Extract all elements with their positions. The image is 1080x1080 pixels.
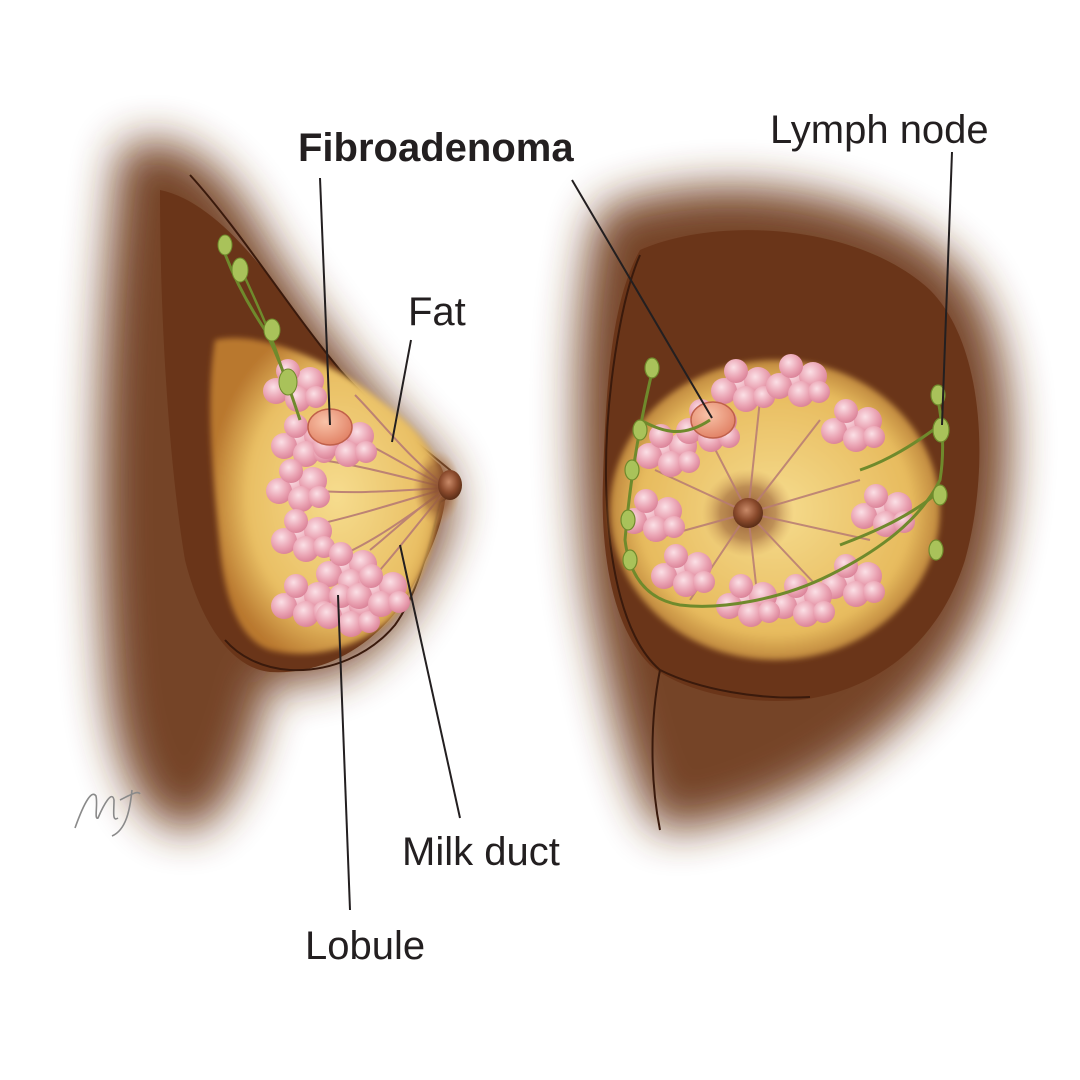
leader-milk-duct: [399, 544, 461, 819]
nipple-side: [438, 470, 462, 500]
fat-label: Fat: [408, 290, 466, 334]
lobule-label: Lobule: [305, 924, 426, 968]
fibroadenoma-front: [690, 401, 736, 439]
milk-duct-label: Milk duct: [402, 830, 560, 874]
lymph-node-label: Lymph node: [770, 108, 989, 152]
leader-lobule: [337, 594, 351, 911]
fibroadenoma-label: Fibroadenoma: [298, 126, 574, 170]
nipple-front: [733, 498, 763, 528]
milk-ducts-front: [649, 399, 871, 621]
leader-fibroadenoma-side: [319, 177, 331, 426]
front-view-breast: [578, 187, 1010, 831]
side-view-breast: [100, 141, 462, 830]
artist-signature-mark: [74, 789, 141, 837]
lymph-chain-side: [217, 234, 302, 421]
leader-fat: [391, 339, 412, 443]
leader-fibroadenoma-front: [571, 179, 713, 419]
leader-lymph-node: [941, 151, 953, 426]
leader-lines: [319, 151, 953, 911]
